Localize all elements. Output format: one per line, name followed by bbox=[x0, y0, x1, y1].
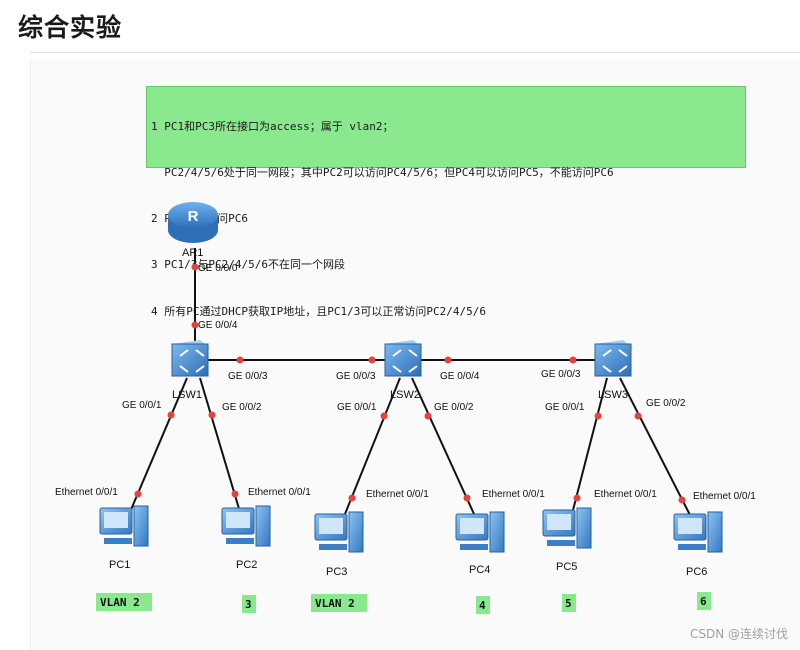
port-dot bbox=[424, 412, 432, 420]
port-dot bbox=[634, 412, 642, 420]
port-dot bbox=[463, 494, 471, 502]
pc-icon[interactable] bbox=[221, 505, 271, 547]
link-lsw2-pc4 bbox=[411, 377, 475, 515]
port-dot bbox=[678, 496, 686, 504]
router-glyph: R bbox=[188, 208, 199, 225]
port-dot bbox=[348, 494, 356, 502]
vlan-label-pc4: 4 bbox=[476, 596, 490, 614]
port-dots bbox=[134, 263, 686, 504]
vlan-label-pc6: 6 bbox=[697, 592, 711, 610]
vlan-label-pc5: 5 bbox=[562, 594, 576, 612]
port-dot bbox=[594, 412, 602, 420]
links bbox=[129, 248, 691, 516]
port-label: GE 0/0/3 bbox=[228, 371, 268, 382]
link-lsw3-pc5 bbox=[571, 377, 608, 515]
link-lsw1-pc2 bbox=[199, 377, 241, 513]
port-label: GE 0/0/3 bbox=[336, 371, 376, 382]
vlan-label-pc3: VLAN 2 bbox=[311, 594, 367, 612]
switch-icon[interactable] bbox=[384, 340, 423, 377]
pc-icon[interactable] bbox=[673, 511, 723, 553]
port-dot bbox=[236, 356, 244, 364]
port-dot bbox=[444, 356, 452, 364]
port-label: GE 0/0/0 bbox=[198, 263, 238, 274]
page-title: 综合实验 bbox=[18, 13, 123, 42]
pc-label: PC1 bbox=[109, 559, 130, 571]
port-dot bbox=[380, 412, 388, 420]
port-label: GE 0/0/4 bbox=[440, 371, 480, 382]
port-dot bbox=[569, 356, 577, 364]
port-dot bbox=[191, 263, 199, 271]
port-dot bbox=[208, 411, 216, 419]
device-label-lsw3: LSW3 bbox=[598, 389, 628, 401]
requirement-line-1-cont: PC2/4/5/6处于同一网段；其中PC2可以访问PC4/5/6；但PC4可以访… bbox=[151, 166, 614, 180]
svg-text:4: 4 bbox=[479, 599, 486, 612]
port-dot bbox=[191, 321, 199, 329]
pc-icon[interactable] bbox=[314, 511, 364, 553]
link-lsw3-pc6 bbox=[619, 377, 691, 516]
pc-icon[interactable] bbox=[99, 505, 149, 547]
pc-port-label: Ethernet 0/0/1 bbox=[693, 491, 756, 502]
device-label-lsw2: LSW2 bbox=[390, 389, 420, 401]
watermark: CSDN @连续讨伐 bbox=[689, 627, 788, 641]
vlan-label-pc1: VLAN 2 bbox=[96, 593, 152, 611]
requirements-box: 1 PC1和PC3所在接口为access；属于 vlan2； PC2/4/5/6… bbox=[146, 86, 746, 318]
svg-text:6: 6 bbox=[700, 595, 707, 608]
port-label: GE 0/0/1 bbox=[337, 402, 377, 413]
pc-label: PC6 bbox=[686, 566, 707, 578]
port-label: GE 0/0/3 bbox=[541, 369, 581, 380]
device-label-ar1: AR1 bbox=[182, 247, 203, 259]
pc-port-label: Ethernet 0/0/1 bbox=[55, 487, 118, 498]
pc-label: PC4 bbox=[469, 564, 490, 576]
port-label: GE 0/0/4 bbox=[198, 320, 238, 331]
requirement-line-1: 1 PC1和PC3所在接口为access；属于 vlan2； bbox=[151, 119, 394, 133]
svg-text:VLAN 2: VLAN 2 bbox=[315, 597, 355, 610]
svg-text:VLAN 2: VLAN 2 bbox=[100, 596, 140, 609]
vlan-label-pc2: 3 bbox=[242, 595, 256, 613]
pc-port-label: Ethernet 0/0/1 bbox=[482, 489, 545, 500]
pc-icon[interactable] bbox=[455, 511, 505, 553]
switch-icon[interactable] bbox=[171, 340, 210, 377]
port-dot bbox=[167, 411, 175, 419]
title-divider bbox=[30, 52, 800, 53]
port-dot bbox=[134, 490, 142, 498]
pc-label: PC2 bbox=[236, 559, 257, 571]
switch-icon[interactable] bbox=[594, 340, 633, 377]
port-label: GE 0/0/2 bbox=[646, 398, 686, 409]
port-label: GE 0/0/1 bbox=[122, 400, 162, 411]
requirement-line-3: 3 PC1/3与PC2/4/5/6不在同一个网段 bbox=[151, 258, 345, 272]
link-lsw1-pc1 bbox=[129, 377, 188, 513]
port-dot bbox=[231, 490, 239, 498]
device-label-lsw1: LSW1 bbox=[172, 389, 202, 401]
svg-text:3: 3 bbox=[245, 598, 252, 611]
svg-text:5: 5 bbox=[565, 597, 572, 610]
port-label: GE 0/0/1 bbox=[545, 402, 585, 413]
port-dot bbox=[573, 494, 581, 502]
port-label: GE 0/0/2 bbox=[222, 402, 262, 413]
router-icon[interactable]: R bbox=[168, 202, 218, 243]
pc-port-label: Ethernet 0/0/1 bbox=[248, 487, 311, 498]
requirement-line-4: 4 所有PC通过DHCP获取IP地址，且PC1/3可以正常访问PC2/4/5/6 bbox=[151, 304, 486, 318]
port-label: GE 0/0/2 bbox=[434, 402, 474, 413]
port-dot bbox=[368, 356, 376, 364]
pc-port-label: Ethernet 0/0/1 bbox=[366, 489, 429, 500]
pc-port-label: Ethernet 0/0/1 bbox=[594, 489, 657, 500]
link-lsw2-pc3 bbox=[344, 377, 401, 515]
pc-label: PC5 bbox=[556, 561, 577, 573]
pc-label: PC3 bbox=[326, 566, 347, 578]
pc-icon[interactable] bbox=[542, 507, 592, 549]
